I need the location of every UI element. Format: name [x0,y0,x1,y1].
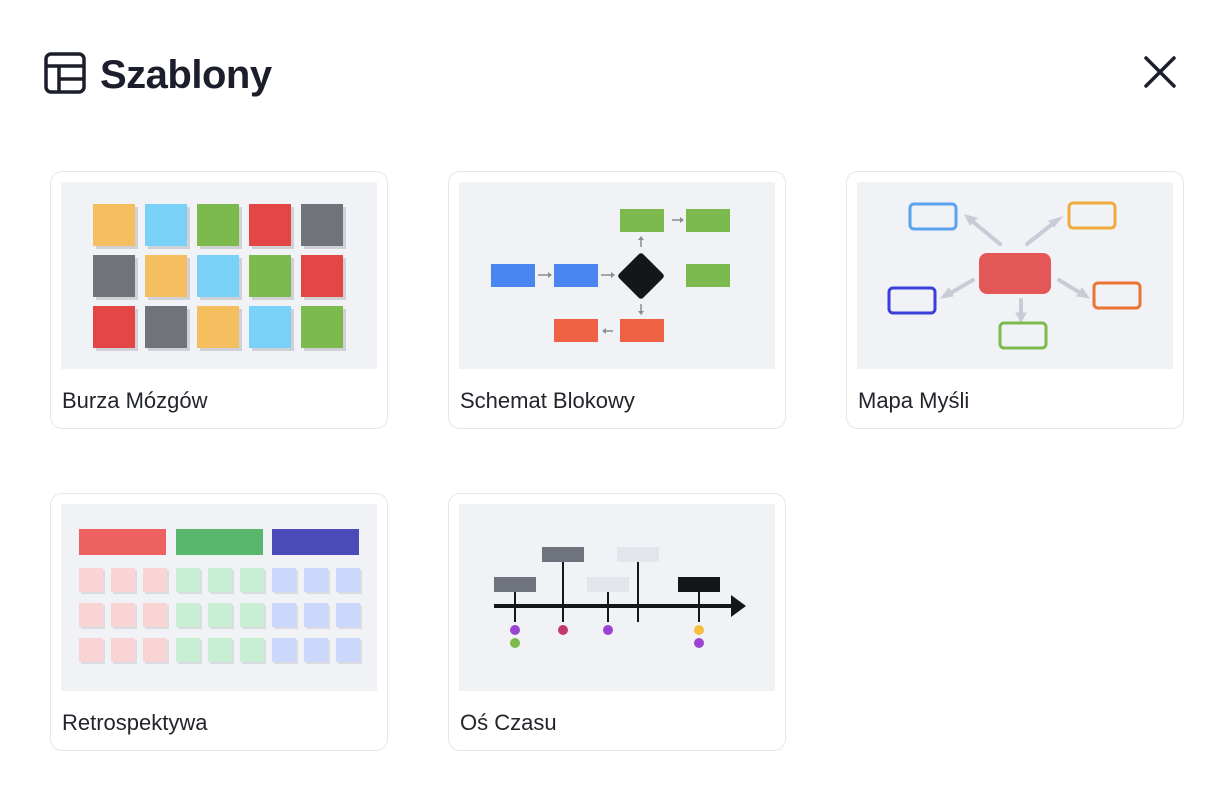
dialog-header: Szablony [44,52,272,99]
template-label: Mapa Myśli [858,388,970,413]
template-card-retrospective[interactable]: Retrospektywa [50,493,388,751]
template-card-flowchart[interactable]: Schemat Blokowy [448,171,786,429]
template-label: Schemat Blokowy [460,388,635,413]
template-card-mindmap[interactable]: Mapa Myśli [846,171,1184,429]
template-card-brainstorm[interactable]: Burza Mózgów [50,171,388,429]
brainstorm-thumbnail [61,182,377,369]
dialog-title: Szablony [100,53,272,97]
close-icon [1143,55,1177,94]
retrospective-thumbnail [61,504,377,691]
template-label: Burza Mózgów [62,388,208,413]
table-icon [44,52,86,99]
flowchart-thumbnail [459,182,775,369]
template-card-timeline[interactable]: Oś Czasu [448,493,786,751]
timeline-thumbnail [459,504,775,691]
mindmap-thumbnail [857,182,1173,369]
template-label: Retrospektywa [62,710,208,735]
template-label: Oś Czasu [460,710,557,735]
close-button[interactable] [1138,52,1182,96]
